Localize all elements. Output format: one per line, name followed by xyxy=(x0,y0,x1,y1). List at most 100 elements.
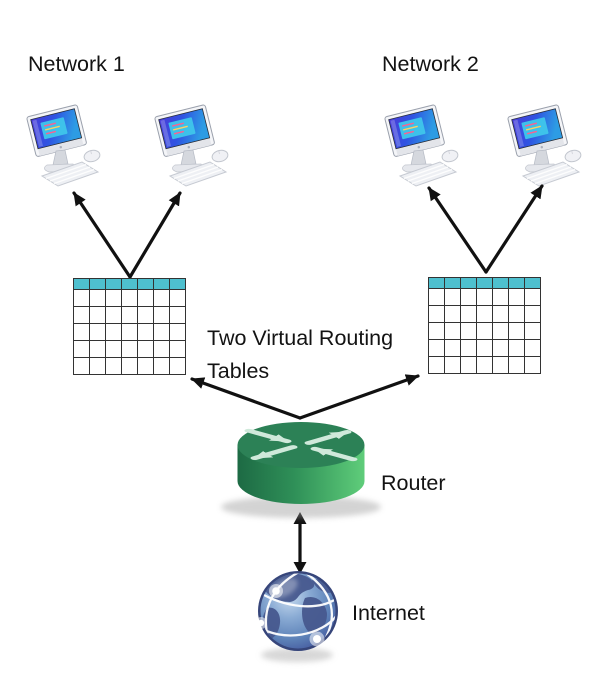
routing-table-cell xyxy=(460,305,477,323)
routing-table-cell xyxy=(169,357,186,375)
routing-table-cell xyxy=(444,339,461,357)
routing-table-cell xyxy=(153,289,170,307)
routing-table-cell xyxy=(460,356,477,374)
routing-table-cell xyxy=(89,323,106,341)
routing-table-cell xyxy=(492,356,509,374)
arrowhead-down xyxy=(293,562,307,574)
routing-table-cell xyxy=(524,339,541,357)
router-shadow xyxy=(221,496,381,518)
routing-table-cell xyxy=(428,339,445,357)
routing-table-header-cell xyxy=(73,278,90,290)
routing-table-cell xyxy=(137,289,154,307)
desktop-computer-icon xyxy=(25,103,102,187)
routing-table-header-cell xyxy=(121,278,138,290)
routing-table-cell xyxy=(89,306,106,324)
routing-table-cell xyxy=(121,323,138,341)
routing-table-header-cell xyxy=(105,278,122,290)
routing-table-cell xyxy=(153,357,170,375)
routing-table-cell xyxy=(508,339,525,357)
routing-table-cell xyxy=(508,322,525,340)
router-crossed-arrows xyxy=(244,428,358,462)
routing-table-cell xyxy=(137,357,154,375)
routing-table-cell xyxy=(73,306,90,324)
routing-table-header-cell xyxy=(428,277,445,289)
routing-table-header-cell xyxy=(508,277,525,289)
routing-table-cell xyxy=(428,288,445,306)
network-2-label: Network 2 xyxy=(382,52,479,76)
arrow-table1-to-pc2 xyxy=(128,191,182,279)
routing-table-header-cell xyxy=(460,277,477,289)
routing-table-cell xyxy=(153,340,170,358)
routing-tables-caption: Two Virtual Routing Tables xyxy=(207,326,394,384)
routing-table-cell xyxy=(169,323,186,341)
globe-shadow xyxy=(261,648,333,662)
globe-highlight xyxy=(270,578,298,598)
routing-table-cell xyxy=(492,288,509,306)
routing-table-cell xyxy=(476,339,493,357)
routing-table-cell xyxy=(492,339,509,357)
routing-table-header-cell xyxy=(153,278,170,290)
routing-table-header-cell xyxy=(476,277,493,289)
routing-table-cell xyxy=(476,288,493,306)
routing-table-cell xyxy=(492,305,509,323)
routing-table-cell xyxy=(73,323,90,341)
routing-table-cell xyxy=(524,288,541,306)
router-label: Router xyxy=(381,471,446,495)
arrow-router-to-table2 xyxy=(298,374,420,420)
routing-table-cell xyxy=(169,340,186,358)
routing-table-grid xyxy=(73,278,186,375)
routing-table-cell xyxy=(508,288,525,306)
routing-table-cell xyxy=(153,323,170,341)
connector-arrows xyxy=(72,184,544,567)
routing-table-cell xyxy=(121,340,138,358)
routing-table-cell xyxy=(73,357,90,375)
routing-table-header-cell xyxy=(444,277,461,289)
routing-table-cell xyxy=(444,288,461,306)
routing-table-cell xyxy=(73,340,90,358)
routing-table-cell xyxy=(137,340,154,358)
routing-table-cell xyxy=(524,356,541,374)
routing-table-cell xyxy=(89,357,106,375)
routing-table-cell xyxy=(89,289,106,307)
router-cylinder-icon xyxy=(221,422,381,518)
routing-table-cell xyxy=(508,356,525,374)
routing-table-cell xyxy=(476,356,493,374)
network-1-label: Network 1 xyxy=(28,52,125,76)
arrowhead-up xyxy=(293,512,307,524)
routing-table-header-cell xyxy=(492,277,509,289)
routing-table-left xyxy=(73,278,186,375)
desktop-computer-icon xyxy=(153,103,230,187)
routing-table-cell xyxy=(444,356,461,374)
routing-table-cell xyxy=(492,322,509,340)
routing-table-cell xyxy=(169,306,186,324)
internet-label: Internet xyxy=(352,601,425,625)
routing-table-cell xyxy=(73,289,90,307)
routing-table-header-cell xyxy=(89,278,106,290)
routing-table-cell xyxy=(428,356,445,374)
arrow-table2-to-pc4 xyxy=(484,184,544,274)
routing-table-grid xyxy=(428,277,541,374)
routing-table-header-cell xyxy=(169,278,186,290)
arrow-table1-to-pc1 xyxy=(72,191,132,279)
routing-table-header-cell xyxy=(137,278,154,290)
routing-table-cell xyxy=(105,289,122,307)
arrow-router-to-table1 xyxy=(190,377,302,420)
routing-table-header-cell xyxy=(524,277,541,289)
desktop-computer-icon xyxy=(506,103,583,187)
routing-table-cell xyxy=(105,306,122,324)
routing-table-cell xyxy=(105,357,122,375)
routing-table-cell xyxy=(428,305,445,323)
desktop-computer-icon xyxy=(383,103,460,187)
routing-table-cell xyxy=(121,289,138,307)
routing-table-cell xyxy=(460,339,477,357)
routing-table-cell xyxy=(524,305,541,323)
routing-table-cell xyxy=(105,340,122,358)
routing-table-cell xyxy=(121,357,138,375)
routing-table-cell xyxy=(476,305,493,323)
routing-table-cell xyxy=(105,323,122,341)
routing-table-right xyxy=(428,277,541,374)
routing-table-cell xyxy=(476,322,493,340)
routing-table-cell xyxy=(460,288,477,306)
routing-table-cell xyxy=(508,305,525,323)
